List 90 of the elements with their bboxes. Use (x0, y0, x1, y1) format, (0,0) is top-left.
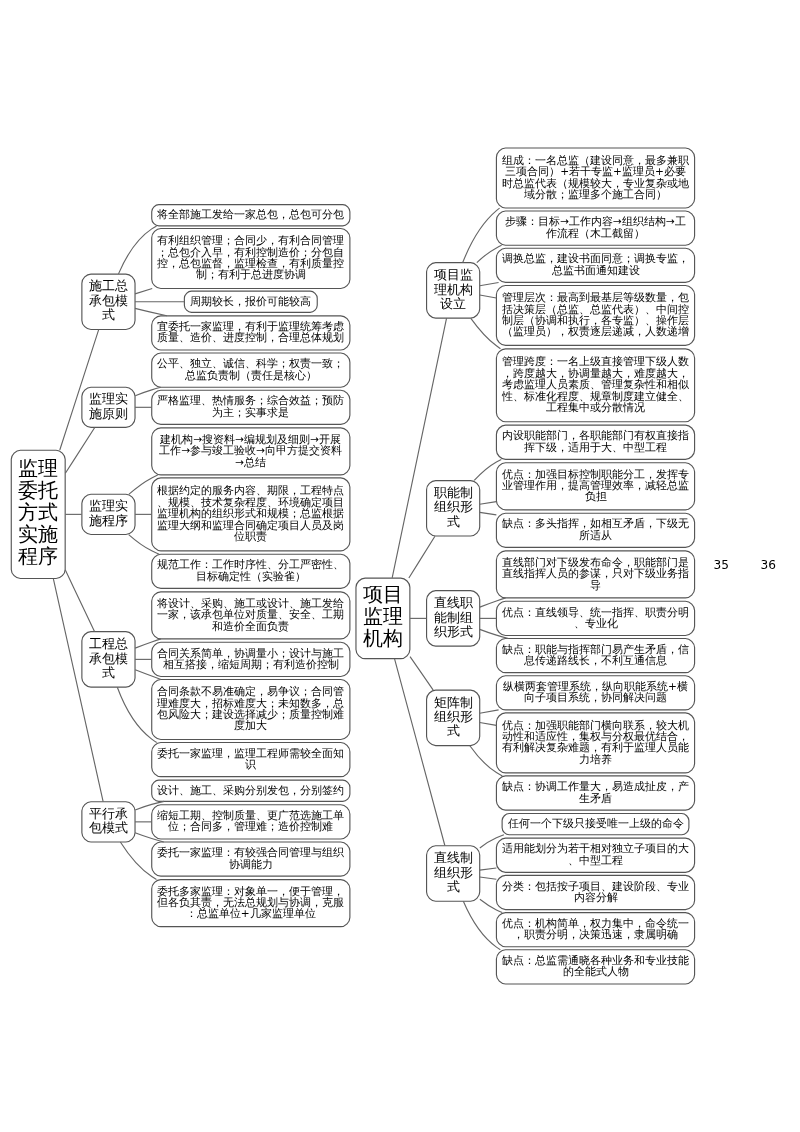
node-box: 设计、施工、采购分别发包，分别签约 (151, 779, 351, 802)
node-box: 职能制组织形式 (426, 480, 481, 537)
node-box: 平行承包模式 (81, 801, 136, 843)
node-box: 缺点：多头指挥，如相互矛盾，下级无所适从 (495, 512, 696, 548)
connector (59, 329, 100, 451)
node-box: 委托多家监理：对象单一，便于管理，但各负其责，无法总规划与协调，克服：总监单位+几家监理单位 (151, 879, 351, 928)
node-box: 直线职能制组织形式 (426, 590, 481, 647)
connector (391, 317, 448, 579)
connector (134, 301, 185, 303)
node-box: 委托一家监理：有较强合同管理与组织协调能力 (151, 841, 351, 877)
node-box: 管理层次：最高到最基层等级数量，包括决策层（总监、总监代表）、中间控制层（协调和执行，各专监）、操作层（监理员），权责逐层递减，人数递增 (495, 284, 696, 346)
connector (479, 709, 500, 714)
node-box: 调换总监，建设书面同意；调换专监，总监书面通知建设 (495, 247, 696, 283)
connector (128, 474, 159, 495)
connector (479, 834, 505, 849)
node-box: 组成：一名总监（建设同意，最多兼职三项合同）+若干专监+监理员+必要时总监代表（规模较大，专业复杂或地域分散；监理多个施工合同） (495, 147, 696, 209)
connector (470, 317, 502, 350)
label: 36 (760, 557, 776, 572)
connector (479, 597, 507, 608)
node-box: 纵横两套管理系统，纵向职能系统+横向子项目系统，协同解决问题 (495, 675, 696, 711)
node-box: 缺点：职能与指挥部门易产生矛盾，信息传递路线长，不利互通信息 (495, 637, 696, 674)
connector (462, 207, 501, 264)
connector (119, 841, 158, 881)
node-box: 直线部门对下级发布命令，职能部门是直线指挥人员的参谋，只对下级业务指导 (495, 550, 696, 599)
connector (134, 832, 165, 843)
connector (117, 225, 158, 275)
connector (128, 534, 160, 555)
node-box: 监理实施程序 (81, 493, 136, 536)
connector (479, 898, 503, 914)
node-box: 适用能划分为若干相对独立子项目的大、中型工程 (495, 837, 696, 873)
connector (64, 569, 96, 633)
node-box: 监理实施原则 (81, 386, 136, 428)
node-box: 项目监理机构设立 (426, 262, 481, 319)
connector (462, 900, 501, 951)
connector (479, 294, 497, 299)
connector (134, 386, 162, 397)
node-box: 将全部施工发给一家总包，总包可分包 (151, 204, 351, 227)
connector (479, 501, 497, 505)
connector (479, 721, 497, 726)
connector (134, 800, 165, 811)
connector (134, 288, 153, 295)
node-box: 缺点：总监需通晓各种业务和专业技能的全能式人物 (495, 949, 696, 985)
connector (64, 426, 96, 474)
connector (469, 745, 503, 777)
connector (476, 244, 503, 264)
node-box: 优点：机构简单，权力集中，命令统一，职责分明，决策迅速，隶属明确 (495, 912, 696, 948)
node-box: 有利组织管理；合同少，有利合同管理；总包介入早，有利控制造价；分包自控，总包监督，监理检查，有利质量控制；有利于总进度协调 (151, 227, 351, 290)
node-box: 优点：加强目标控制职能分工，发挥专业管理作用，提高管理效率，减轻总监负担 (495, 462, 696, 511)
node-box: 宜委托一家监理，有利于监理统筹考虑质量、造价、进度控制，合理总体规划 (151, 315, 351, 351)
node-box: 建机构→搜资料→编规划及细则→开展工作→参与竣工验收→向甲方提交资料→总结 (151, 427, 351, 476)
connector (479, 876, 497, 880)
label: 35 (713, 557, 729, 572)
node-box: 优点：加强职能部门横向联系，较大机动性和适应性，集权与分权最优结合，有利解决复杂难题，有利于监理人员能力培养 (495, 712, 696, 774)
node-box: 合同条款不易准确定，易争议；合同管理难度大，招标难度大；未知数多，总包风险大；建设选择减少；质量控制难度加大 (151, 678, 351, 741)
node-box: 严格监理、热情服务；综合效益；预防为主；实事求是 (151, 389, 351, 425)
node-box: 分类：包括按子项目、建设阶段、专业内容分解 (495, 874, 696, 911)
node-box: 工程总承包模式 (81, 631, 136, 688)
connector (409, 655, 434, 691)
node-box: 优点：直线领导、统一指挥、职责分明、专业化 (495, 600, 696, 637)
node-box: 合同关系简单，协调量小；设计与施工相互搭接，缩短周期；有利造价控制 (151, 641, 351, 678)
connector (134, 307, 168, 317)
node-box: 公平、独立、诚信、科学；权责一致；总监负责制（责任是核心） (151, 352, 351, 388)
node-box: 直线制组织形式 (426, 845, 481, 902)
connector (479, 628, 510, 640)
node-box: 任何一个下级只接受唯一上级的命令 (501, 812, 690, 836)
node-box: 周期较长，报价可能较高 (183, 290, 318, 313)
connector (116, 686, 158, 744)
node-box: 内设职能部门，各职能部门有权直接指挥下级，适用于大、中型工程 (495, 424, 696, 460)
node-box: 缩短工期、控制质量、更广范选施工单位；合同多，管理难；造价控制难 (151, 804, 351, 840)
node-box: 施工总承包模式 (81, 273, 136, 331)
node-box: 项目监理机构 (355, 577, 411, 660)
connector (479, 867, 497, 871)
node-box: 根据约定的服务内容、期限，工程特点、规模、技术复杂程度、环境确定项目监理机构的组织形式和规模；总监根据监理大纲和监理合同确定项目人员及岗位职责 (151, 477, 351, 552)
connector (479, 281, 500, 287)
connector (479, 511, 497, 516)
node-box: 缺点：协调工作量大，易造成扯皮，产生矛盾 (495, 775, 696, 811)
node-box: 将设计、采购、施工或设计、施工发给一家，该承包单位对质量、安全、工期和造价全面负责 (151, 591, 351, 640)
connector (52, 578, 104, 803)
node-box: 规范工作：工作时序性、分工严密性、目标确定性（实验雀） (151, 553, 351, 589)
node-box: 监理委托方式实施程序 (10, 449, 66, 580)
connector (473, 458, 502, 482)
node-box: 委托一家监理，监理工程师需较全面知识 (151, 741, 351, 778)
connector (134, 821, 153, 823)
connector (134, 638, 162, 649)
connector (134, 669, 162, 681)
node-box: 管理跨度：一名上级直接管理下级人数，跨度越大，协调量越大，难度越大，考虑监理人员素质、管理复杂性和相似性、标准化程度、规章制度建立健全、工程集中或分散情况 (495, 348, 696, 423)
connector (394, 658, 446, 847)
node-box: 步骤：目标→工作内容→组织结构→工作流程（木工截留） (495, 210, 696, 246)
connector (408, 535, 436, 579)
node-box: 矩阵制组织形式 (426, 689, 481, 747)
